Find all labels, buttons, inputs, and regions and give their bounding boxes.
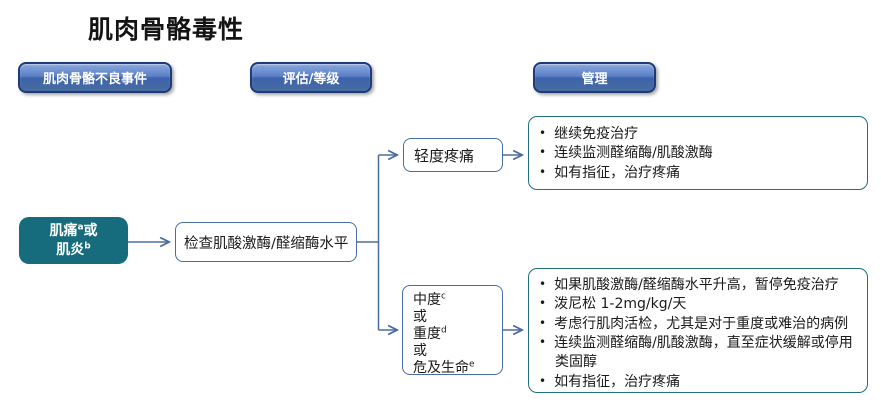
header-button-adverse-events: 肌肉骨骼不良事件 — [18, 62, 172, 93]
footnote-e: e — [469, 359, 475, 370]
management-box-severe: 如果肌酸激酶/醛缩酶水平升高，暂停免疫治疗 泼尼松 1-2mg/kg/天 考虑行… — [528, 268, 868, 393]
list-item: 连续监测醛缩酶/肌酸激酶 — [539, 144, 861, 163]
node-mild-pain: 轻度疼痛 — [403, 138, 503, 172]
management-box-mild: 继续免疫治疗 连续监测醛缩酶/肌酸激酶 如有指征，治疗疼痛 — [528, 116, 868, 190]
management-severe-list: 如果肌酸激酶/醛缩酶水平升高，暂停免疫治疗 泼尼松 1-2mg/kg/天 考虑行… — [539, 276, 861, 392]
severe-line: 危及生命e — [413, 359, 475, 376]
node-check-ck-aldolase: 检查肌酸激酶/醛缩酶水平 — [175, 222, 357, 262]
footnote-b: b — [84, 240, 91, 251]
severe-line: 中度c — [413, 291, 446, 308]
list-item: 泼尼松 1-2mg/kg/天 — [539, 295, 861, 314]
list-item: 考虑行肌肉活检，尤其是对于重度或难治的病例 — [539, 315, 861, 334]
start-line-2: 肌炎b — [56, 240, 91, 258]
footnote-c: c — [441, 291, 446, 302]
footnote-d: d — [441, 325, 447, 336]
header-button-management: 管理 — [533, 62, 656, 93]
severe-line: 或 — [413, 308, 427, 325]
severe-line: 重度d — [413, 325, 447, 342]
list-item: 如有指征，治疗疼痛 — [539, 373, 861, 392]
mild-label: 轻度疼痛 — [414, 146, 475, 165]
header-button-assessment-grading: 评估/等级 — [250, 62, 372, 93]
list-item: 如果肌酸激酶/醛缩酶水平升高，暂停免疫治疗 — [539, 276, 861, 295]
footnote-a: a — [77, 221, 84, 232]
severe-line: 或 — [413, 342, 427, 359]
assess-label: 检查肌酸激酶/醛缩酶水平 — [184, 235, 349, 252]
management-mild-list: 继续免疫治疗 连续监测醛缩酶/肌酸激酶 如有指征，治疗疼痛 — [539, 125, 861, 183]
page-title: 肌肉骨骼毒性 — [88, 15, 245, 44]
list-item: 如有指征，治疗疼痛 — [539, 164, 861, 183]
node-myalgia-myositis: 肌痛a或 肌炎b — [19, 217, 128, 264]
node-moderate-severe-lifethreatening: 中度c 或 重度d 或 危及生命e — [402, 285, 503, 376]
list-item: 连续监测醛缩酶/肌酸激酶，直至症状缓解或停用类固醇 — [539, 334, 861, 373]
list-item: 继续免疫治疗 — [539, 125, 861, 144]
start-line-1: 肌痛a或 — [49, 221, 98, 239]
